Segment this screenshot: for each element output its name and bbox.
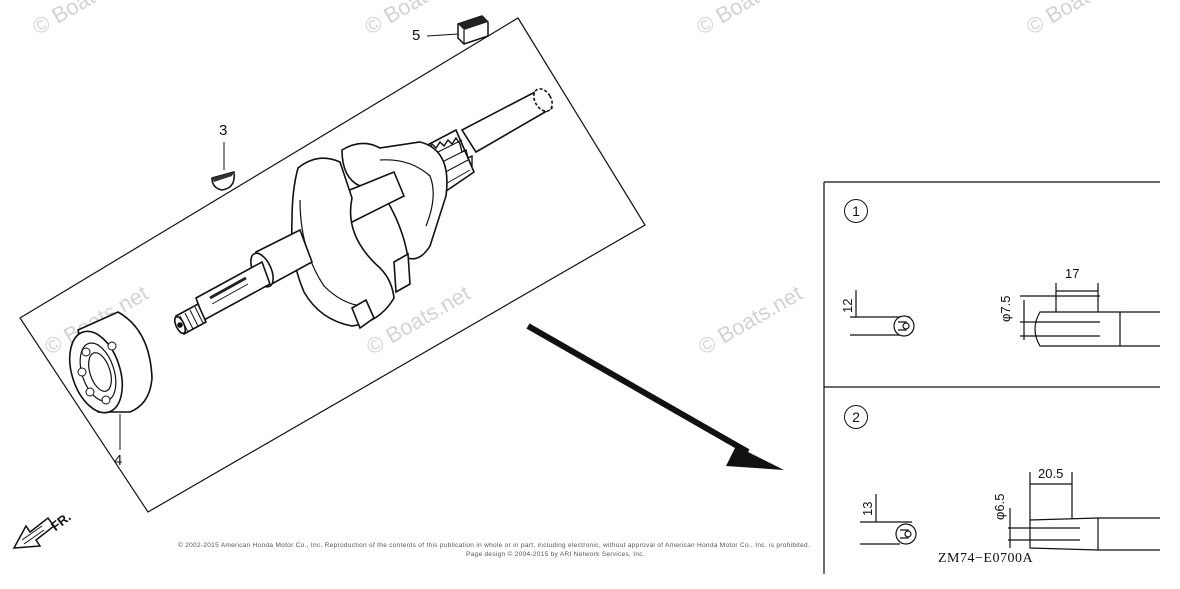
copyright-line-1: © 2002-2015 American Honda Motor Co., In… [178, 542, 811, 549]
bearing-part-4 [68, 311, 153, 414]
crankshaft [173, 88, 553, 336]
front-direction-arrow [12, 516, 56, 549]
copyright-line-2: Page design © 2004-2015 by ARI Network S… [466, 551, 645, 558]
callout-part-3: 3 [219, 122, 228, 139]
detail-arrow [526, 323, 784, 470]
leader-line-5 [426, 33, 459, 37]
detail-1-drawing [850, 283, 1160, 347]
detail-2-height: 13 [860, 501, 875, 516]
key-part-5 [457, 15, 489, 45]
callout-part-5: 5 [412, 27, 421, 44]
detail-2-drawing [860, 472, 1160, 551]
diagram-code: ZM74−E0700A [938, 551, 1034, 566]
detail-2-length: 20.5 [1038, 466, 1064, 481]
detail-1-diameter: φ7.5 [998, 295, 1013, 322]
callout-part-4: 4 [114, 452, 123, 469]
detail-2-diameter: φ6.5 [992, 493, 1007, 520]
detail-1-length: 17 [1065, 266, 1080, 281]
detail-2-number: 2 [844, 405, 868, 429]
detail-1-number: 1 [844, 199, 868, 223]
woodruff-key-part-3 [211, 171, 235, 191]
assembly-boundary [19, 17, 646, 513]
detail-panel [823, 181, 1160, 574]
detail-1-height: 12 [840, 298, 855, 313]
